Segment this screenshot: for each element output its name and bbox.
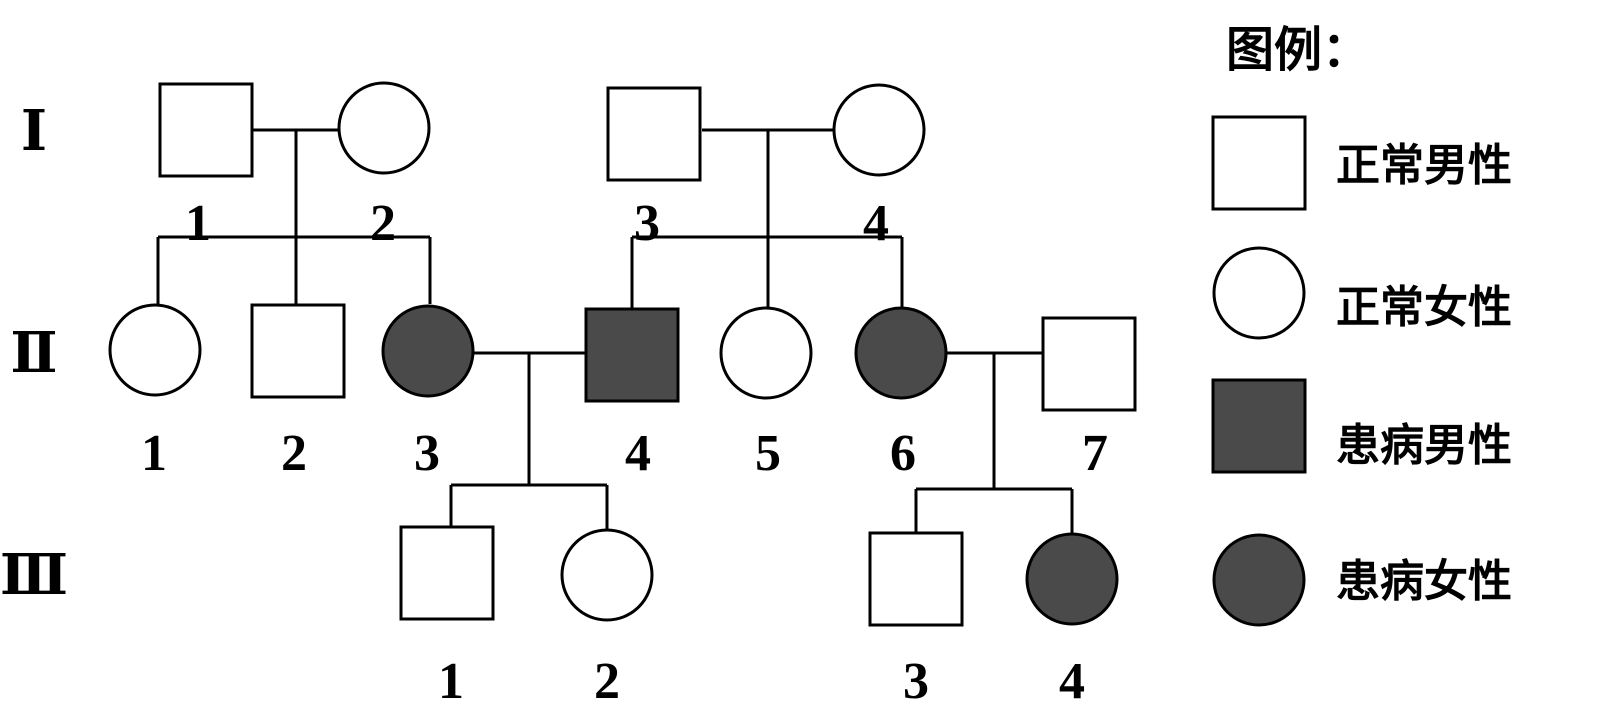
legend-symbol-affected-female [1212,533,1306,627]
label-II-7: 7 [1082,425,1108,482]
individual-I-3-normal-male [606,86,702,182]
individual-I-2-normal-female [337,81,431,175]
legend: 图例： 正常男性 正常女性 患病男性 患病女性 [1211,22,1512,627]
legend-symbol-affected-male [1211,378,1307,474]
label-I-4: 4 [863,195,889,252]
individual-III-3-normal-male [868,531,964,627]
individual-II-5-normal-female [719,306,813,400]
individual-II-1-normal-female [108,303,202,397]
label-II-2: 2 [281,425,307,482]
legend-label-affected-female: 患病女性 [1336,556,1512,607]
individual-I-1-normal-male [158,82,254,178]
individual-II-2-normal-male [250,303,346,399]
legend-symbol-normal-female [1212,246,1306,340]
label-II-5: 5 [755,425,781,482]
individual-II-4-affected-male [584,307,680,403]
legend-label-normal-female: 正常女性 [1336,282,1512,333]
individual-III-2-normal-female [560,528,654,622]
label-III-1: 1 [438,653,464,710]
label-II-4: 4 [625,425,651,482]
label-II-1: 1 [141,425,167,482]
generation-label-III: Ⅲ [0,542,68,608]
label-III-2: 2 [594,653,620,710]
individual-II-6-affected-female [854,306,948,400]
individual-III-4-affected-female [1025,532,1119,626]
individual-II-7-normal-male [1041,316,1137,412]
legend-symbol-normal-male [1211,115,1307,211]
label-I-2: 2 [370,195,396,252]
legend-label-affected-male: 患病男性 [1336,420,1512,471]
individual-III-1-normal-male [399,525,495,621]
label-I-3: 3 [634,195,660,252]
legend-title: 图例： [1226,22,1370,78]
label-III-3: 3 [903,653,929,710]
legend-label-normal-male: 正常男性 [1336,140,1512,191]
label-II-6: 6 [890,425,916,482]
individual-II-3-affected-female [381,304,475,398]
label-I-1: 1 [185,195,211,252]
generation-label-I: Ⅰ [21,98,47,164]
pedigree-lines [156,128,1074,534]
legend-symbols [1211,115,1307,627]
label-II-3: 3 [414,425,440,482]
pedigree-individuals [108,81,1137,627]
individual-I-4-normal-female [832,83,926,177]
generation-label-II: Ⅱ [10,320,57,386]
label-III-4: 4 [1059,653,1085,710]
